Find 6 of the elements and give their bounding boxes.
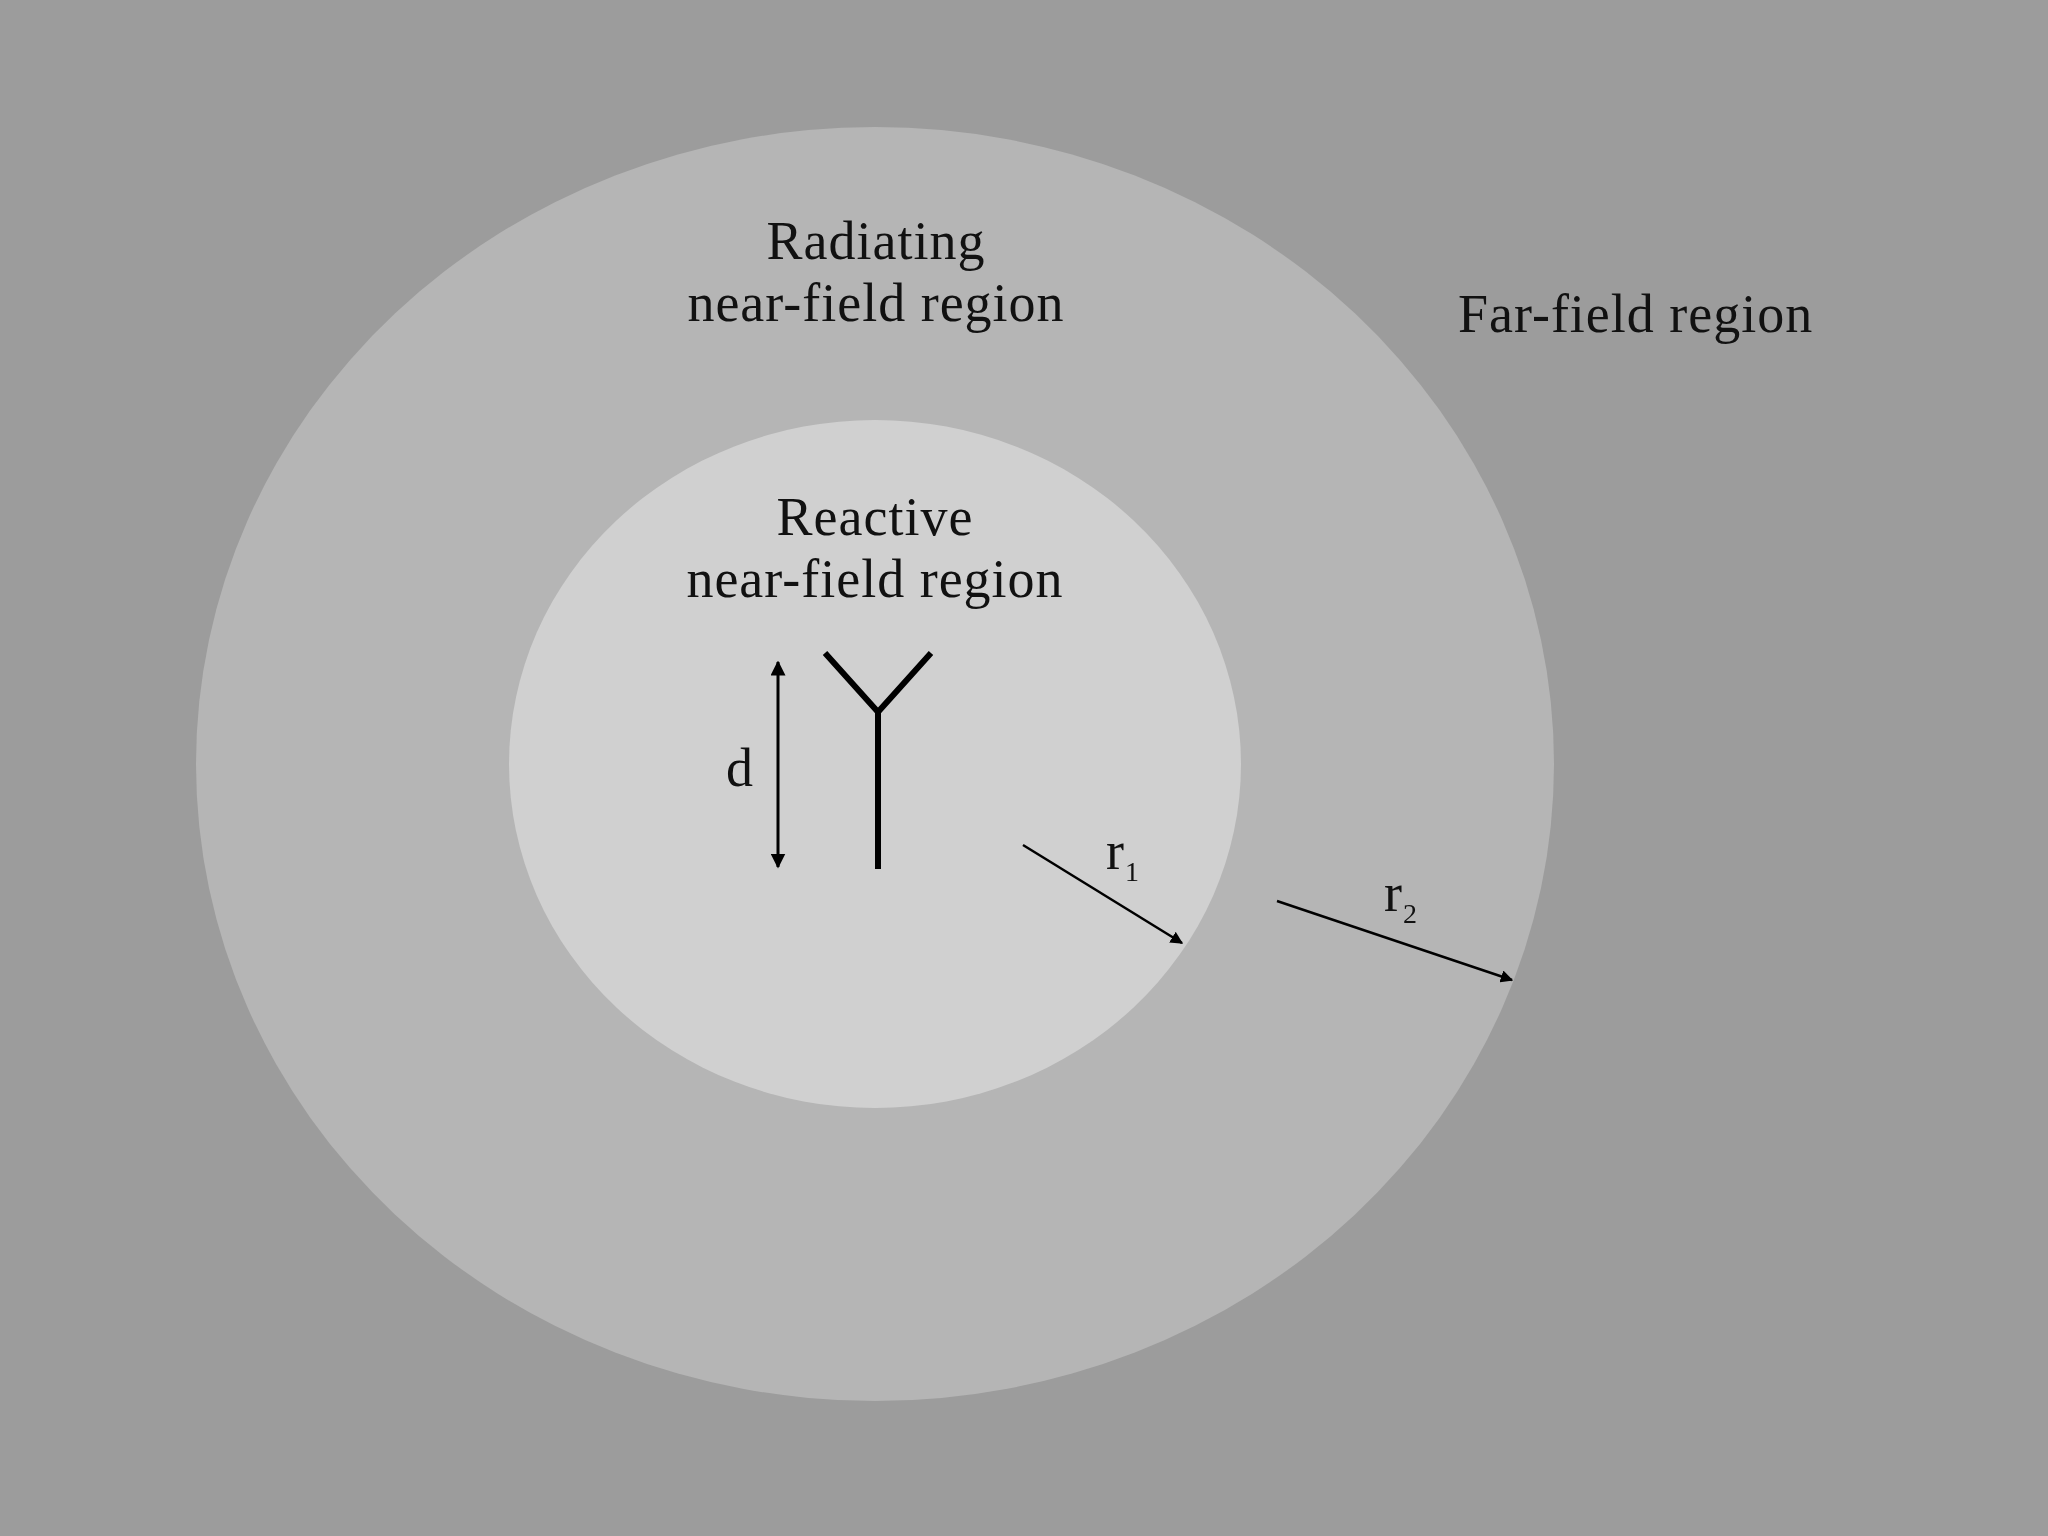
region-label: Radiating near-field region bbox=[686, 210, 1066, 334]
radius-label: r$_{1}$ bbox=[1106, 820, 1140, 889]
region-label: Reactive near-field region bbox=[685, 486, 1065, 610]
radius-label: r$_{2}$ bbox=[1384, 862, 1418, 931]
dimension-label: d bbox=[726, 737, 754, 799]
region-label: Far-field region bbox=[1458, 283, 1814, 345]
